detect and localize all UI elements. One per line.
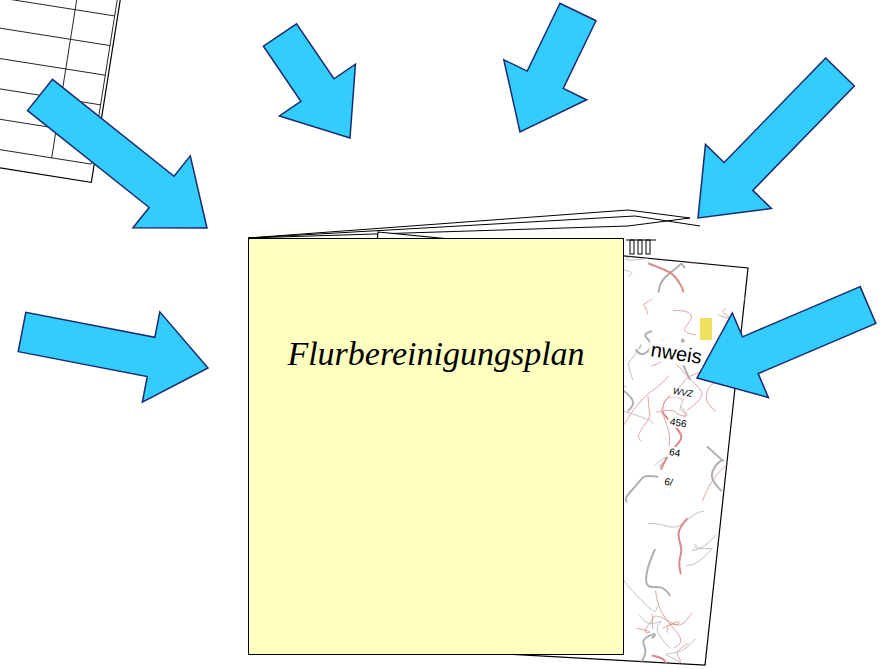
blue-arrow: [697, 287, 876, 398]
blue-arrow: [28, 79, 207, 228]
table-cell: 6/: [662, 475, 676, 488]
map-line: [746, 231, 764, 261]
blue-arrow: [504, 3, 596, 132]
map-line: [626, 476, 658, 502]
map-line: [688, 256, 699, 264]
map-line: [639, 396, 650, 442]
map-line: [656, 591, 681, 648]
map-line: [619, 410, 654, 424]
map-line: [646, 549, 670, 596]
binder-rings: [626, 240, 656, 254]
map-line: [702, 456, 752, 501]
cover-title: Flurbereinigungsplan: [249, 335, 623, 373]
map-line: [753, 580, 793, 597]
map-line: [663, 622, 679, 633]
map-line: [656, 407, 687, 416]
table-rule: [0, 25, 110, 46]
map-line: [754, 256, 766, 282]
blue-arrow: [263, 24, 355, 138]
map-line: [673, 311, 696, 335]
table-rule: [0, 55, 105, 76]
map-line: [707, 446, 723, 491]
map-line: [547, 660, 563, 669]
map-patch: [700, 318, 712, 340]
blue-arrow: [18, 312, 208, 402]
map-line: [648, 263, 683, 292]
map-line: [738, 498, 753, 523]
map-line: [637, 634, 655, 669]
page-edge: [248, 218, 690, 238]
map-line: [679, 518, 688, 574]
map-line: [718, 308, 730, 318]
map-line: [648, 511, 703, 527]
table-rule: [0, 0, 115, 16]
map-line: [686, 548, 712, 566]
cover-page: Flurbereinigungsplan: [248, 238, 624, 655]
map-line: [726, 650, 742, 664]
map-line: [746, 619, 760, 623]
page-edge: [248, 216, 700, 238]
map-line: [744, 292, 768, 308]
map-line: [652, 656, 681, 669]
blue-arrow: [698, 58, 854, 218]
map-line: [622, 375, 669, 427]
map-line: [714, 647, 741, 669]
map-line: [643, 299, 652, 314]
table-cell: 64: [667, 446, 684, 459]
map-line: [652, 643, 689, 669]
